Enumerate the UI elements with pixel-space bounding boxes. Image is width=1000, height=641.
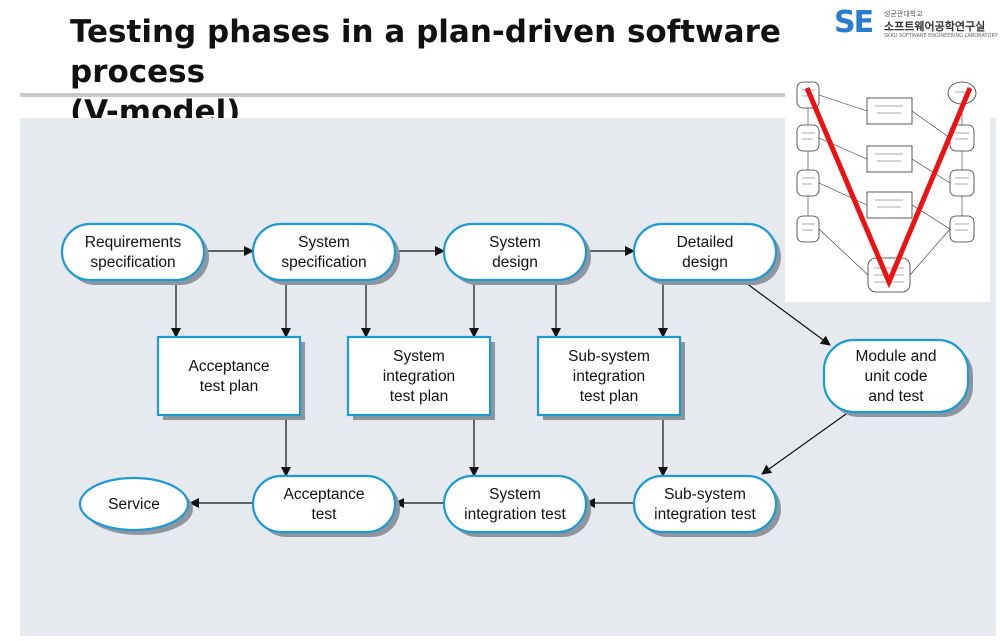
title-line-1: Testing phases in a plan-driven software…: [70, 14, 781, 90]
node-label-line: Acceptance: [284, 486, 365, 503]
node-label-line: integration: [573, 368, 645, 385]
node-label-line: test plan: [390, 388, 449, 405]
logo-university: 성균관대학교: [884, 10, 923, 18]
node-label-line: integration test: [464, 506, 566, 523]
node-subint-plan: Sub-system integration test plan: [536, 335, 685, 420]
node-label-line: integration: [383, 368, 455, 385]
lab-logo: SE 성균관대학교 소프트웨어공학연구실 SKKU SOFTWARE ENGIN…: [830, 5, 998, 45]
node-detailed-design: Detailed design: [632, 222, 781, 285]
node-label-line: test plan: [580, 388, 639, 405]
slide-title: Testing phases in a plan-driven software…: [70, 12, 870, 132]
logo-mark: SE: [834, 5, 874, 40]
node-label-line: integration test: [654, 506, 756, 523]
node-label-line: Acceptance: [189, 358, 270, 375]
node-label-line: Module and: [855, 348, 936, 365]
node-sys-design: System design: [442, 222, 591, 285]
node-shape: [632, 474, 778, 534]
node-label-line: System: [393, 348, 445, 365]
thumbnail-image: [796, 81, 977, 293]
node-shape: [442, 222, 588, 282]
node-label-line: Service: [108, 496, 160, 513]
node-label-line: and test: [868, 388, 924, 405]
node-req-spec: Requirements specification: [60, 222, 209, 285]
logo-lab-english: SKKU SOFTWARE ENGINEERING LABORATORY: [884, 33, 998, 39]
node-label-line: unit code: [865, 368, 928, 385]
node-sysint-plan: System integration test plan: [346, 335, 495, 420]
node-acc-plan: Acceptance test plan: [156, 335, 305, 420]
node-shape: [251, 222, 397, 282]
node-label-line: Detailed: [677, 234, 734, 251]
node-shape: [632, 222, 778, 282]
node-label-line: Sub-system: [568, 348, 650, 365]
node-shape: [536, 335, 682, 417]
node-label-line: test: [312, 506, 338, 523]
node-sysint-test: System integration test: [442, 474, 591, 537]
node-shape: [251, 474, 397, 534]
node-label-line: specification: [90, 254, 175, 271]
node-shape: [822, 338, 970, 414]
node-shape: [78, 476, 190, 532]
logo-lab-name: 소프트웨어공학연구실: [884, 20, 986, 33]
node-label-line: Sub-system: [664, 486, 746, 503]
node-label-line: test plan: [200, 378, 259, 395]
node-subint-test: Sub-system integration test: [632, 474, 781, 537]
v-shape-overlay: [804, 87, 973, 289]
node-label-line: System: [298, 234, 350, 251]
node-label-line: design: [682, 254, 728, 271]
node-label-line: design: [492, 254, 538, 271]
title-divider: [20, 93, 800, 97]
node-shape: [442, 474, 588, 534]
arrow-module-test-to-subint-test: [761, 413, 847, 475]
node-label-line: System: [489, 486, 541, 503]
node-label-line: Requirements: [85, 234, 182, 251]
v-model-thumbnail: [785, 70, 990, 302]
node-label-line: specification: [281, 254, 366, 271]
node-module-test: Module and unit code and test: [822, 338, 973, 417]
node-acc-test: Acceptance test: [251, 474, 400, 537]
node-service: Service: [78, 476, 193, 535]
node-shape: [156, 335, 302, 417]
node-shape: [346, 335, 492, 417]
node-label-line: System: [489, 234, 541, 251]
node-sys-spec: System specification: [251, 222, 400, 285]
node-shape: [60, 222, 206, 282]
arrow-detailed-design-to-module-test: [741, 279, 831, 346]
